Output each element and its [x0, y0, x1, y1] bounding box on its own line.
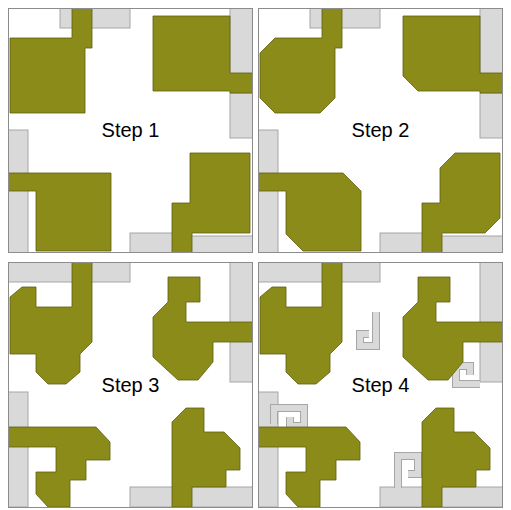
grey-bar [258, 130, 278, 253]
grey-spiral [456, 366, 480, 384]
grey-spiral [274, 408, 304, 426]
grey-bar [185, 236, 253, 253]
grey-spiral [360, 312, 376, 346]
olive-shape [403, 277, 503, 380]
olive-shape [258, 173, 361, 251]
step-panel: Step 4 [258, 262, 503, 508]
grey-bar [310, 8, 380, 28]
grey-bar [480, 8, 503, 80]
grey-spiral [456, 366, 480, 384]
step-panel: Step 3 [8, 262, 253, 508]
grey-spiral [274, 408, 304, 426]
olive-shape [8, 427, 110, 507]
grey-bar [8, 262, 130, 282]
grey-spiral [398, 456, 418, 488]
grey-bar [230, 93, 253, 138]
olive-shape [10, 262, 92, 384]
grey-bar [480, 93, 503, 138]
olive-shape [422, 153, 500, 253]
grey-spiral [398, 456, 418, 488]
grey-bar [60, 8, 130, 28]
olive-shape [260, 8, 342, 113]
olive-shape [172, 153, 250, 253]
step-label: Step 4 [352, 374, 410, 397]
olive-shape [260, 262, 342, 384]
step-label: Step 1 [102, 119, 160, 142]
grey-bar [8, 392, 28, 507]
olive-shape [8, 173, 111, 251]
grey-bar [258, 262, 380, 282]
olive-shape [422, 408, 490, 507]
olive-shape [258, 427, 360, 507]
olive-shape [10, 8, 92, 113]
olive-shape [403, 16, 503, 93]
olive-shape [153, 277, 253, 380]
grey-spiral [360, 312, 376, 346]
step-panel: Step 1 [8, 8, 253, 253]
grey-bar [435, 236, 503, 253]
olive-shape [153, 16, 253, 93]
step-label: Step 3 [102, 374, 160, 397]
grey-bar [8, 130, 28, 253]
step-label: Step 2 [352, 119, 410, 142]
step-panel: Step 2 [258, 8, 503, 253]
olive-shape [172, 408, 240, 507]
grey-bar [230, 8, 253, 80]
